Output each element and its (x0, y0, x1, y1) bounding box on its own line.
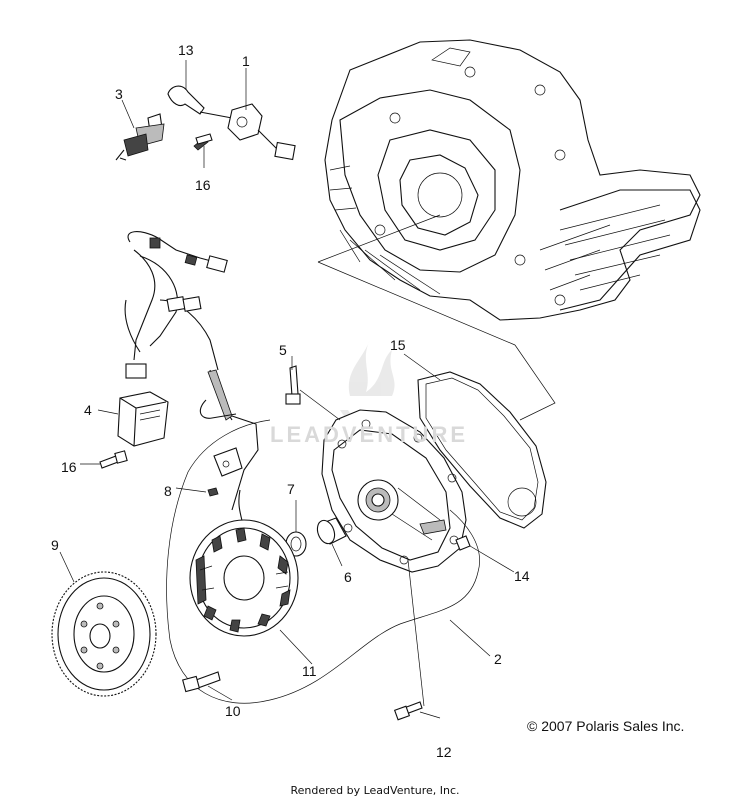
bolt-5 (285, 365, 301, 405)
crankcase-leader (317, 214, 556, 421)
ignition-coil-assembly (167, 85, 296, 161)
callout-6: 6 (344, 569, 352, 585)
callout-14: 14 (514, 568, 530, 584)
callout-4: 4 (84, 402, 92, 418)
callout-labels: 1 2 3 4 5 6 7 8 9 10 11 12 13 14 15 16 1… (51, 42, 530, 760)
callout-2: 2 (494, 651, 502, 667)
copyright-notice: © 2007 Polaris Sales Inc. (527, 718, 685, 734)
callout-7: 7 (287, 481, 295, 497)
flywheel (51, 571, 157, 697)
callout-5: 5 (279, 342, 287, 358)
callout-3: 3 (115, 86, 123, 102)
bolt-16-upper (195, 133, 213, 145)
callout-16-upper: 16 (195, 177, 211, 193)
callout-9: 9 (51, 537, 59, 553)
bolt-16-lower (99, 450, 128, 469)
callout-1: 1 (242, 53, 250, 69)
spark-plug (115, 113, 165, 161)
callout-11: 11 (302, 663, 317, 679)
voltage-regulator (117, 391, 169, 447)
bushing (316, 517, 347, 545)
leader-lines (59, 60, 515, 719)
callout-15: 15 (390, 337, 406, 353)
pulse-pickup (199, 399, 259, 535)
callout-12: 12 (436, 744, 452, 760)
bolt-10 (182, 671, 221, 693)
footer-credit: Rendered by LeadVenture, Inc. (290, 784, 460, 797)
stator-cover (321, 409, 467, 573)
stator-cover-leader (449, 619, 491, 657)
stator (189, 519, 299, 637)
callout-13: 13 (178, 42, 194, 58)
crankcase (324, 39, 701, 321)
watermark-text: LEADVENTURE (270, 422, 469, 447)
callout-10: 10 (225, 703, 241, 719)
gasket (417, 371, 547, 529)
callout-8: 8 (164, 483, 172, 499)
bolt-12 (393, 701, 423, 721)
wire-harness (124, 231, 233, 421)
stator-cover-leader-loop (166, 419, 480, 704)
callout-16-lower: 16 (61, 459, 77, 475)
